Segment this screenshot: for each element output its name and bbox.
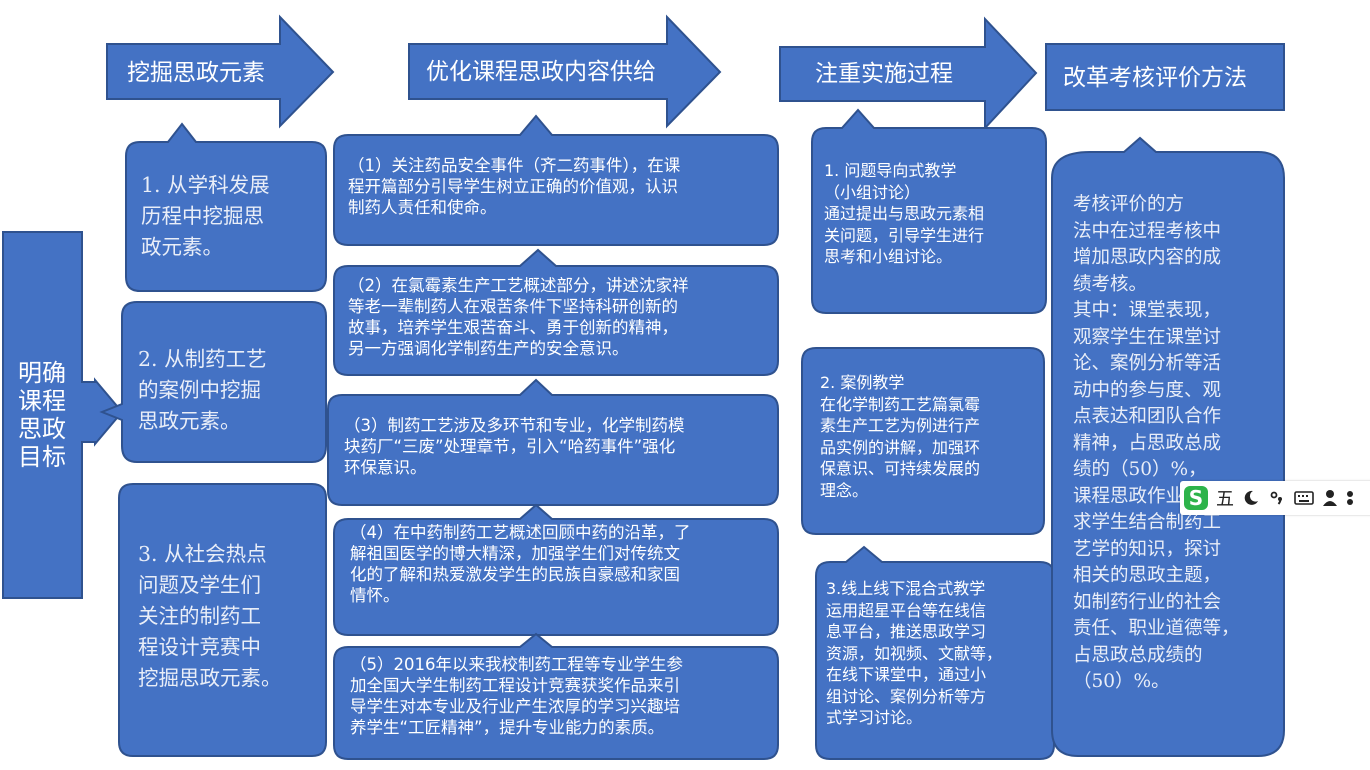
mining-callout-1 <box>125 122 327 292</box>
process-callout-1 <box>811 108 1047 314</box>
keyboard-icon[interactable] <box>1294 490 1314 506</box>
content-item-4: （4）在中药制药工艺概述回顾中药的沿革，了 解祖国医学的博大精深，加强学生们对传… <box>350 523 691 605</box>
process-callout-3 <box>815 545 1055 760</box>
process-callout-2 <box>801 347 1045 535</box>
process-item-1: 1. 问题导向式教学 （小组讨论） 通过提出与思政元素相 关问题，引导学生进行 … <box>824 161 985 266</box>
content-item-5: （5）2016年以来我校制药工程等专业学生参 加全国大学生制药工程设计竞赛获奖作… <box>350 655 683 737</box>
moon-icon[interactable] <box>1242 489 1260 507</box>
step-label-assessment: 改革考核评价方法 <box>1063 65 1247 91</box>
content-item-1: （1）关注药品安全事件（齐二药事件），在课 程开篇部分引导学生树立正确的价值观，… <box>348 156 681 217</box>
content-item-3: （3）制药工艺涉及多环节和专业，化学制药模 块药厂“三废”处理章节，引入“哈药事… <box>344 416 685 477</box>
ime-toolbar[interactable]: S 五 <box>1180 481 1370 515</box>
step-arrow-3 <box>779 16 1038 131</box>
goal-arrow <box>2 231 124 599</box>
mining-item-1: 1. 从学科发展 历程中挖掘思 政元素。 <box>141 173 270 259</box>
punctuation-icon[interactable] <box>1268 489 1286 507</box>
process-item-2: 2. 案例教学 在化学制药工艺篇氯霉 素生产工艺为例进行产 品实例的讲解，加强环… <box>820 373 981 500</box>
content-item-2: （2）在氯霉素生产工艺概述部分，讲述沈家祥 等老一辈制药人在艰苦条件下坚持科研创… <box>348 276 689 358</box>
assessment-callout <box>1051 136 1285 757</box>
mining-callout-2 <box>99 301 327 463</box>
grid-icon[interactable] <box>1346 489 1358 507</box>
mining-callout-3 <box>118 483 327 757</box>
process-item-3: 3.线上线下混合式教学 运用超星平台等在线信 息平台，推送思政学习 资源，如视频… <box>826 579 1003 727</box>
sogou-logo-icon[interactable]: S <box>1184 486 1208 510</box>
step-arrow-2 <box>408 14 722 129</box>
step-label-mining: 挖掘思政元素 <box>127 60 265 86</box>
user-icon[interactable] <box>1322 489 1338 507</box>
step-box-4 <box>1045 43 1285 111</box>
step-label-content: 优化课程思政内容供给 <box>426 59 656 85</box>
mining-item-2: 2. 从制药工艺 的案例中挖掘 思政元素。 <box>138 347 267 433</box>
content-callout-3 <box>327 378 779 506</box>
content-callout-4 <box>333 503 779 636</box>
step-label-process: 注重实施过程 <box>815 61 953 87</box>
content-callout-1 <box>333 114 779 246</box>
mining-item-3: 3. 从社会热点 问题及学生们 关注的制药工 程设计竞赛中 挖掘思政元素。 <box>138 542 282 690</box>
assessment-text: 考核评价的方 法中在过程考核中 增加思政内容的成 绩考核。 其中：课堂表现， 观… <box>1073 194 1240 692</box>
ime-mode-label[interactable]: 五 <box>1216 489 1234 510</box>
content-callout-5 <box>333 632 779 760</box>
step-arrow-1 <box>106 14 335 129</box>
goal-label: 明确 课程 思政 目标 <box>18 359 66 471</box>
content-callout-2 <box>333 248 779 376</box>
